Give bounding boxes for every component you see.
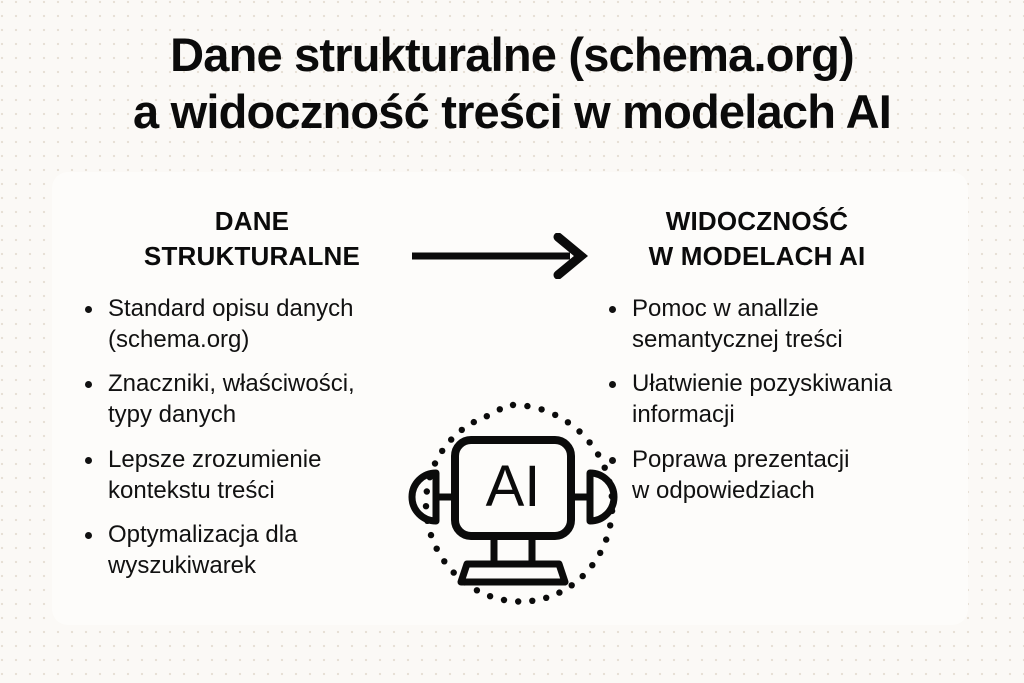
right-column-heading: WIDOCZNOŚĆ W MODELACH AI [577,204,937,273]
arrow-right-icon [408,232,589,280]
list-item-line-2: (schema.org) [108,325,250,353]
robot-stand-base [457,560,569,586]
content-card: DANE STRUKTURALNE Standard opisu danych … [52,172,968,625]
list-item-line-1: Poprawa prezentacji [632,445,850,473]
list-item: Optymalizacja dla wyszukiwarek [80,520,440,581]
right-column-bullet-list: Pomoc w anallzie semantycznej treści Uła… [604,294,974,520]
list-item-line-2: informacji [632,401,735,429]
list-item-line-2: typy danych [108,401,237,429]
left-column-heading-line-1: DANE [214,206,290,236]
list-item: Standard opisu danych (schema.org) [80,294,440,355]
left-column-heading-line-2: STRUKTURALNE [143,240,361,271]
ai-badge-label: AI [486,454,541,519]
list-item-line-1: Lepsze zrozumienie [108,445,322,473]
list-item-line-1: Optymalizacja dla [108,521,298,549]
left-column-bullet-list: Standard opisu danych (schema.org) Znacz… [80,294,440,596]
list-item: Znaczniki, właściwości, typy danych [80,369,440,430]
list-item-line-1: Standard opisu danych [108,295,354,322]
left-column-heading: DANE STRUKTURALNE [82,204,422,273]
list-item: Lepsze zrozumienie kontekstu treści [80,445,440,506]
list-item-line-2: semantycznej treści [632,325,843,353]
robot-monitor-body [451,436,575,540]
page-title: Dane strukturalne (schema.org) a widoczn… [0,26,1024,141]
list-item: Ułatwienie pozyskiwania informacji [604,369,974,430]
list-item-line-2: wyszukiwarek [108,552,257,580]
ai-robot-monitor-icon: AI [405,390,621,606]
list-item-line-1: Ułatwienie pozyskiwania [632,370,893,398]
list-item-line-2: kontekstu treści [108,476,275,504]
right-column-heading-line-1: WIDOCZNOŚĆ [665,206,849,236]
page-title-line-2: a widoczność treści w modelach AI [132,85,892,139]
list-item: Poprawa prezentacji w odpowiedziach [604,445,974,506]
right-column-heading-line-2: W MODELACH AI [648,240,866,271]
list-item-line-1: Znaczniki, właściwości, [108,370,355,398]
list-item-line-1: Pomoc w anallzie [632,295,819,322]
page-title-line-1: Dane strukturalne (schema.org) [170,28,855,81]
list-item: Pomoc w anallzie semantycznej treści [604,294,974,355]
list-item-line-2: w odpowiedziach [632,476,815,504]
